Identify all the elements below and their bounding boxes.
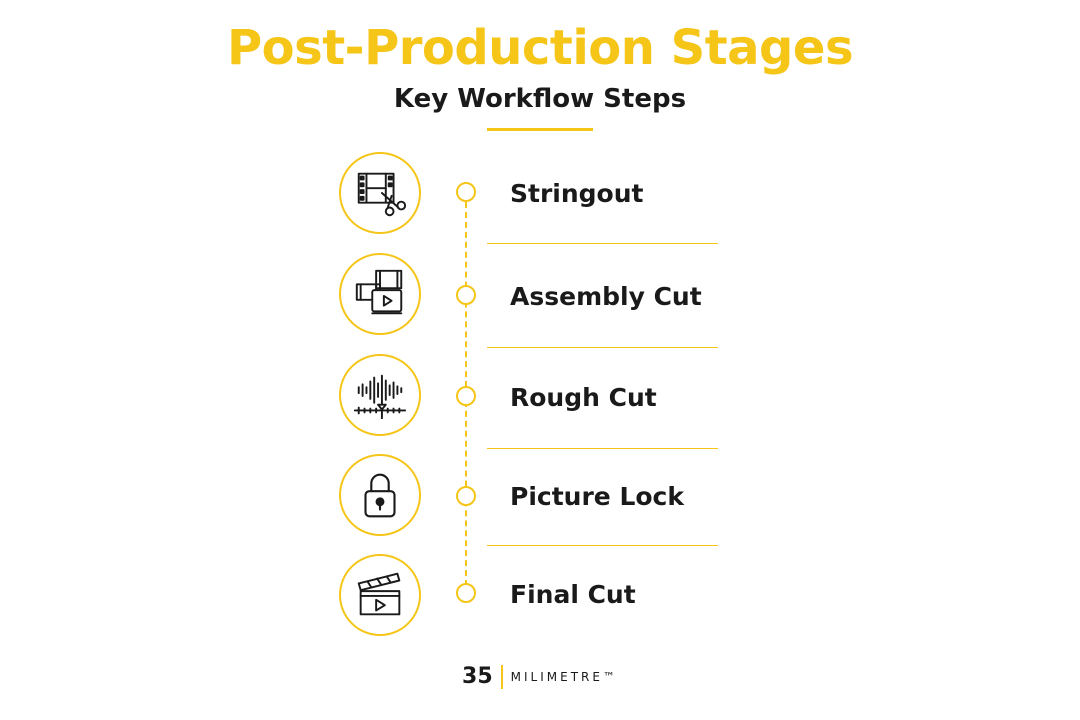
- step-icon-picture-lock: [339, 454, 421, 536]
- step-label-picture-lock: Picture Lock: [510, 482, 684, 511]
- film-play-icon: [355, 269, 403, 315]
- timeline-dot: [456, 583, 476, 603]
- logo-divider: [500, 664, 503, 689]
- step-label-assembly-cut: Assembly Cut: [510, 282, 702, 311]
- timeline-dot: [456, 182, 476, 202]
- step-label-rough-cut: Rough Cut: [510, 383, 657, 412]
- step-label-stringout: Stringout: [510, 179, 644, 208]
- step-divider: [487, 347, 718, 348]
- logo-number: 35: [462, 664, 493, 689]
- film-scissors-icon: [357, 172, 407, 217]
- title-underline: [487, 128, 593, 131]
- brand-logo: 35 MILIMETRE™: [0, 664, 1080, 689]
- waveform-timeline-icon: [353, 374, 407, 420]
- timeline-dot: [456, 386, 476, 406]
- page-subtitle: Key Workflow Steps: [393, 84, 687, 114]
- padlock-icon: [364, 473, 396, 518]
- timeline-dot: [456, 285, 476, 305]
- step-divider: [487, 243, 718, 244]
- step-divider: [487, 545, 718, 546]
- clapperboard-play-icon: [357, 572, 401, 616]
- logo-wordmark: MILIMETRE™: [510, 669, 618, 684]
- step-icon-assembly-cut: [339, 253, 421, 335]
- step-label-final-cut: Final Cut: [510, 580, 636, 609]
- step-icon-stringout: [339, 152, 421, 234]
- step-icon-final-cut: [339, 554, 421, 636]
- step-divider: [487, 448, 718, 449]
- step-icon-rough-cut: [339, 354, 421, 436]
- page-title: Post-Production Stages: [226, 20, 854, 76]
- timeline-dot: [456, 486, 476, 506]
